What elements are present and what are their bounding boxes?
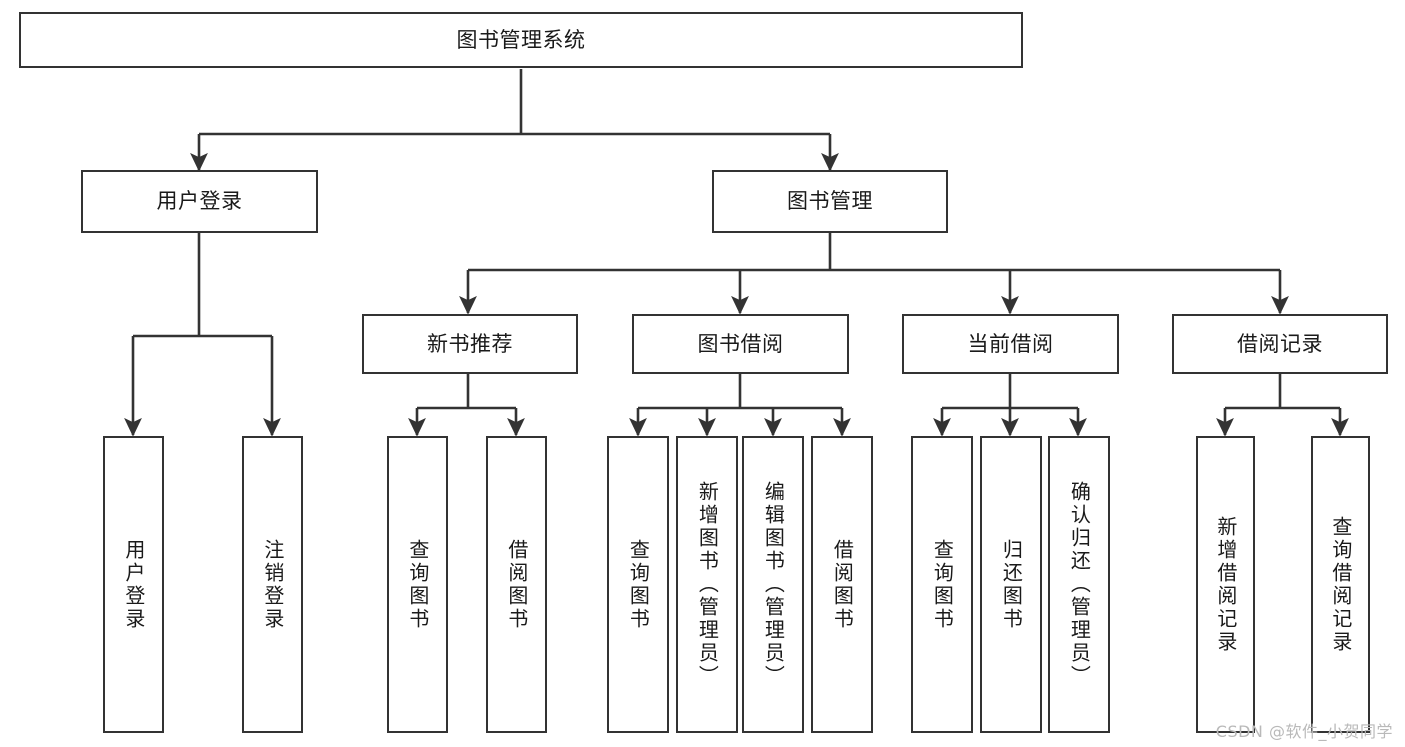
leaf-user-login-signin[interactable]: 用户登录 <box>103 436 164 733</box>
leaf-book-borrow-borrow[interactable]: 借阅图书 <box>811 436 873 733</box>
node-user-login[interactable]: 用户登录 <box>81 170 318 233</box>
leaf-label: 新增借阅记录 <box>1213 515 1238 654</box>
leaf-borrow-records-query[interactable]: 查询借阅记录 <box>1311 436 1370 733</box>
leaf-user-login-signout[interactable]: 注销登录 <box>242 436 303 733</box>
leaf-label: 借阅图书 <box>504 538 529 631</box>
node-new-book-recommend[interactable]: 新书推荐 <box>362 314 578 374</box>
leaf-label: 查询图书 <box>626 538 651 631</box>
leaf-label: 借阅图书 <box>830 538 855 631</box>
node-current-borrow[interactable]: 当前借阅 <box>902 314 1119 374</box>
leaf-label: 编辑图书（管理员） <box>761 481 786 688</box>
node-book-borrow[interactable]: 图书借阅 <box>632 314 849 374</box>
leaf-book-borrow-edit[interactable]: 编辑图书（管理员） <box>742 436 804 733</box>
node-book-management[interactable]: 图书管理 <box>712 170 948 233</box>
leaf-label: 用户登录 <box>121 538 146 631</box>
leaf-book-borrow-query[interactable]: 查询图书 <box>607 436 669 733</box>
node-borrow-records[interactable]: 借阅记录 <box>1172 314 1388 374</box>
leaf-current-borrow-return[interactable]: 归还图书 <box>980 436 1042 733</box>
leaf-label: 归还图书 <box>999 538 1024 631</box>
leaf-label: 查询图书 <box>405 538 430 631</box>
leaf-current-borrow-confirm[interactable]: 确认归还（管理员） <box>1048 436 1110 733</box>
leaf-label: 查询图书 <box>930 538 955 631</box>
node-root-system[interactable]: 图书管理系统 <box>19 12 1023 68</box>
leaf-book-borrow-add[interactable]: 新增图书（管理员） <box>676 436 738 733</box>
leaf-label: 新增图书（管理员） <box>695 481 720 688</box>
leaf-current-borrow-query[interactable]: 查询图书 <box>911 436 973 733</box>
leaf-label: 确认归还（管理员） <box>1067 481 1092 688</box>
csdn-watermark: CSDN @软件_小贺同学 <box>1215 722 1393 741</box>
leaf-new-book-query[interactable]: 查询图书 <box>387 436 448 733</box>
leaf-label: 查询借阅记录 <box>1328 515 1353 654</box>
leaf-label: 注销登录 <box>260 538 285 631</box>
leaf-borrow-records-add[interactable]: 新增借阅记录 <box>1196 436 1255 733</box>
leaf-new-book-borrow[interactable]: 借阅图书 <box>486 436 547 733</box>
